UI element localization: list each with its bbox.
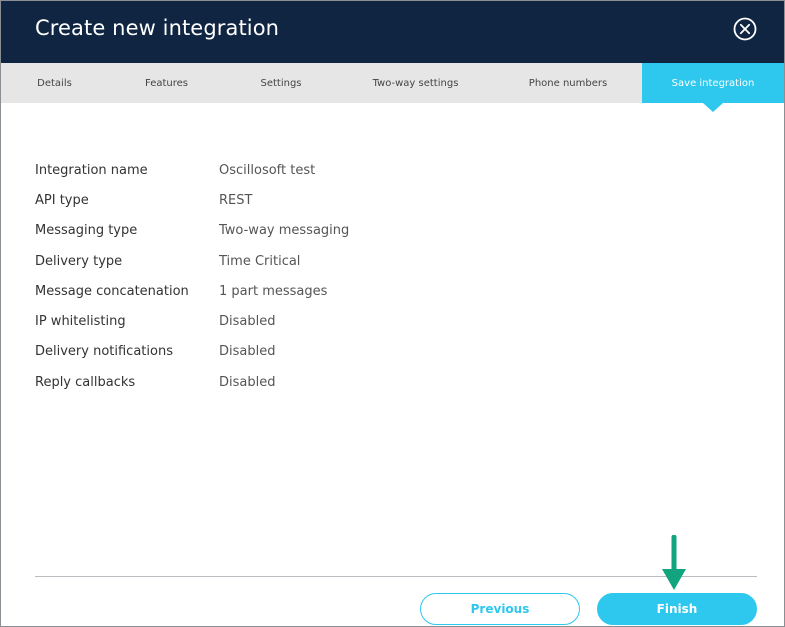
dialog-title: Create new integration: [35, 16, 280, 40]
step-features[interactable]: Features: [145, 77, 188, 89]
summary-row: IP whitelisting Disabled: [35, 306, 535, 336]
summary-value: Time Critical: [219, 253, 301, 269]
summary-row: Message concatenation 1 part messages: [35, 276, 535, 306]
wizard-steps: Details Features Settings Two-way settin…: [1, 63, 784, 103]
summary-row: Reply callbacks Disabled: [35, 367, 535, 397]
summary-label: Message concatenation: [35, 283, 189, 299]
summary-label: Integration name: [35, 162, 148, 178]
step-two-way-settings[interactable]: Two-way settings: [372, 77, 459, 89]
summary-value: Two-way messaging: [219, 223, 350, 239]
summary-value: Disabled: [219, 344, 276, 360]
step-details[interactable]: Details: [37, 77, 72, 89]
previous-button[interactable]: Previous: [420, 593, 580, 625]
footer-divider: [35, 576, 757, 577]
summary-value: REST: [219, 192, 253, 208]
summary-value: Disabled: [219, 374, 276, 390]
summary-label: API type: [35, 192, 89, 208]
close-button[interactable]: [733, 17, 757, 41]
summary-row: Integration name Oscillosoft test: [35, 155, 535, 185]
close-circle-icon: [733, 17, 757, 41]
integration-summary: Integration name Oscillosoft test API ty…: [35, 155, 535, 397]
dialog-header: Create new integration: [1, 1, 784, 63]
summary-row: API type REST: [35, 185, 535, 215]
summary-label: Delivery notifications: [35, 344, 173, 360]
step-save-integration[interactable]: Save integration: [642, 63, 784, 103]
summary-row: Delivery type Time Critical: [35, 246, 535, 276]
step-settings[interactable]: Settings: [260, 77, 302, 89]
finish-button[interactable]: Finish: [597, 593, 757, 625]
step-phone-numbers[interactable]: Phone numbers: [528, 77, 608, 89]
summary-label: IP whitelisting: [35, 314, 126, 330]
summary-value: Disabled: [219, 314, 276, 330]
summary-label: Messaging type: [35, 223, 138, 239]
arrow-down-icon: [662, 535, 686, 590]
summary-value: Oscillosoft test: [219, 162, 316, 178]
summary-row: Delivery notifications Disabled: [35, 337, 535, 367]
summary-label: Delivery type: [35, 253, 123, 269]
summary-value: 1 part messages: [219, 283, 328, 299]
summary-label: Reply callbacks: [35, 374, 136, 390]
summary-row: Messaging type Two-way messaging: [35, 216, 535, 246]
